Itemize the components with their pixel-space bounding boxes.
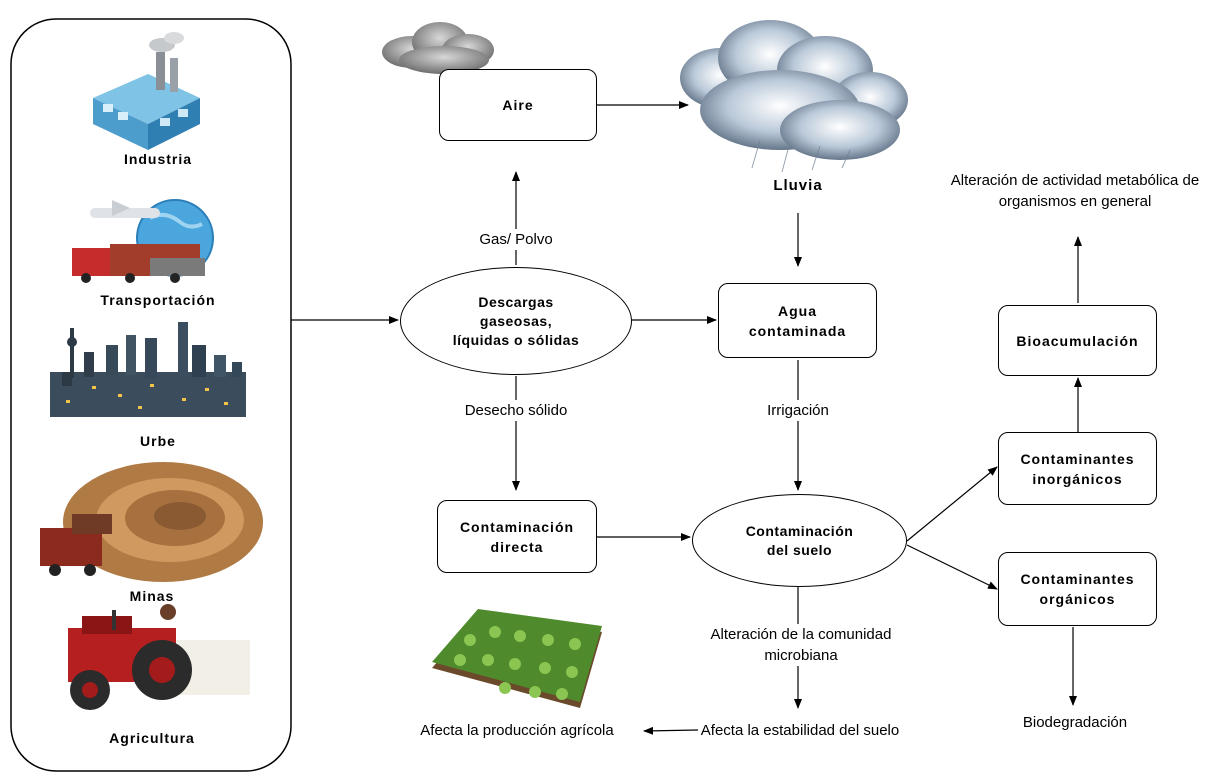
- arrow-suelo-to-inorganicos: [906, 466, 998, 542]
- transportacion-label: Transportación: [100, 292, 216, 308]
- contaminantes-inorganicos-node: Contaminantes inorgánicos: [998, 432, 1157, 505]
- tractor-icon: [68, 604, 250, 710]
- city-skyline-icon: [50, 322, 246, 417]
- bioacumulacion-node: Bioacumulación: [998, 305, 1157, 376]
- arrow-estabilidad-to-produccion: [643, 726, 699, 735]
- factory-icon: [93, 32, 200, 150]
- crop-field-icon: [432, 609, 602, 708]
- mine-icon: [40, 462, 263, 582]
- lluvia-label: Lluvia: [773, 177, 823, 194]
- grey-cloud-icon: [382, 22, 494, 74]
- urbe-label: Urbe: [140, 433, 176, 449]
- irrigacion-label: Irrigación: [748, 400, 848, 421]
- arrow-suelo-to-organicos: [906, 544, 998, 590]
- transport-icon: [72, 199, 214, 283]
- afecta-produccion-label: Afecta la producción agrícola: [420, 722, 614, 739]
- agricultura-label: Agricultura: [109, 730, 195, 746]
- biodegradacion-label: Biodegradación: [1022, 714, 1128, 731]
- gas-polvo-label: Gas/ Polvo: [466, 229, 566, 250]
- contaminacion-directa-node: Contaminación directa: [437, 500, 597, 573]
- afecta-estabilidad-label: Afecta la estabilidad del suelo: [700, 722, 900, 739]
- agua-contaminada-node: Agua contaminada: [718, 283, 877, 358]
- alteracion-comunidad-label: Alteración de la comunidad microbiana: [686, 624, 916, 666]
- rain-cloud-icon: [680, 20, 908, 173]
- contaminantes-organicos-node: Contaminantes orgánicos: [998, 552, 1157, 626]
- alteracion-metabolica-label: Alteración de actividad metabólica de or…: [950, 172, 1200, 210]
- contaminacion-suelo-node: Contaminación del suelo: [692, 494, 907, 587]
- descargas-node: Descargas gaseosas, líquidas o sólidas: [400, 267, 632, 375]
- aire-node: Aire: [439, 69, 597, 141]
- industria-label: Industria: [123, 151, 193, 167]
- desecho-solido-label: Desecho sólido: [446, 400, 586, 421]
- minas-label: Minas: [129, 588, 175, 604]
